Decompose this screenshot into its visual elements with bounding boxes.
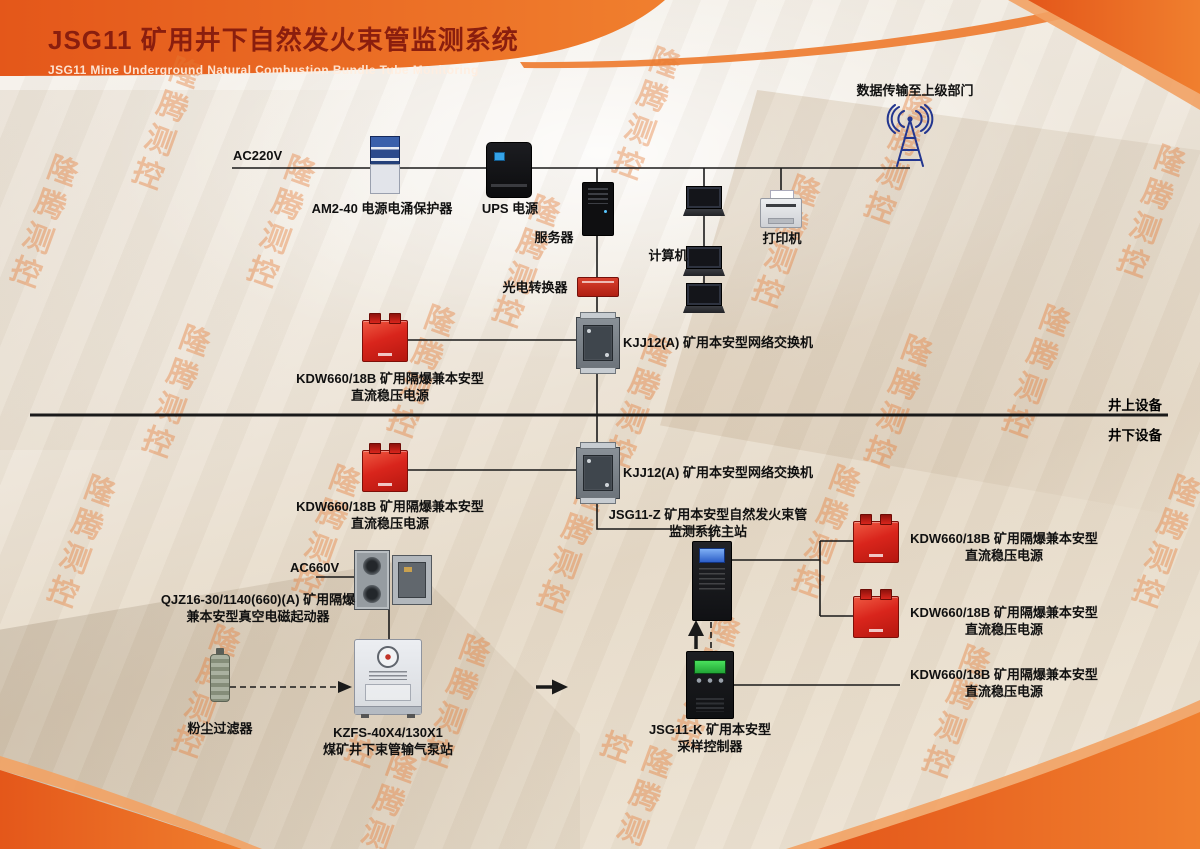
label-kdw-line2: 直流稳压电源 [350,516,429,531]
label-data-uplink: 数据传输至上级部门 [856,83,974,98]
solid-wires [232,167,910,686]
sampling-controller-device [686,651,734,719]
label-dust-filter: 粉尘过滤器 [187,721,253,736]
label-sampler-line1: JSG11-K 矿用本安型 [648,722,772,737]
label-computer: 计算机 [648,248,688,263]
label-kdw-line2: 直流稳压电源 [964,622,1043,637]
dust-filter-device [210,648,230,702]
label-ups: UPS 电源 [481,201,539,216]
server-device [582,182,614,236]
label-starter: QJZ16-30/1140(660)(A) 矿用隔爆 兼本安型真空电磁起动器 [152,591,364,625]
zone-label-surface: 井上设备 [1108,398,1162,413]
computer-device [683,246,725,276]
label-kdw-left-2: KDW660/18B 矿用隔爆兼本安型 直流稳压电源 [285,498,495,532]
pump-station-device [354,639,422,718]
label-sampler-line2: 采样控制器 [677,739,743,754]
label-kdw-line1: KDW660/18B 矿用隔爆兼本安型 [296,499,484,514]
page-title: JSG11 矿用井下自然发火束管监测系统 [48,25,519,55]
ups-device [486,142,532,198]
label-main-station-line1: JSG11-Z 矿用本安型自然发火束管 [608,507,808,522]
label-network-switch-surface: KJJ12(A) 矿用本安型网络交换机 [623,335,813,350]
label-pump-line2: 煤矿井下束管输气泵站 [322,742,453,757]
printer-device [760,190,802,228]
kdw-power-supply-device [853,514,899,563]
optical-converter-device [577,277,619,297]
flow-arrows [338,620,704,695]
label-starter-line2: 兼本安型真空电磁起动器 [186,609,330,624]
label-main-station-line2: 监测系统主站 [668,524,747,539]
page-subtitle: JSG11 Mine Underground Natural Combustio… [48,63,479,77]
label-ac220v: AC220V [233,148,283,163]
label-ac660v: AC660V [290,560,340,575]
antenna-icon [886,104,934,167]
label-pump-station: KZFS-40X4/130X1 煤矿井下束管输气泵站 [306,724,470,758]
surge-protector-device [370,136,400,194]
label-server: 服务器 [534,230,574,245]
label-kdw-left-1: KDW660/18B 矿用隔爆兼本安型 直流稳压电源 [285,370,495,404]
computer-device [683,186,725,216]
label-kdw-line2: 直流稳压电源 [964,684,1043,699]
label-kdw-line1: KDW660/18B 矿用隔爆兼本安型 [910,667,1098,682]
zone-label-underground: 井下设备 [1108,428,1162,443]
label-pump-line1: KZFS-40X4/130X1 [333,725,443,740]
label-kdw-right-1: KDW660/18B 矿用隔爆兼本安型 直流稳压电源 [900,530,1108,564]
label-printer: 打印机 [762,231,802,246]
kdw-power-supply-device [853,589,899,638]
label-starter-line1: QJZ16-30/1140(660)(A) 矿用隔爆 [160,592,356,607]
label-optical-converter: 光电转换器 [502,280,568,295]
label-sampling-controller: JSG11-K 矿用本安型 采样控制器 [638,721,782,755]
label-network-switch-underground: KJJ12(A) 矿用本安型网络交换机 [623,465,813,480]
label-kdw-right-2: KDW660/18B 矿用隔爆兼本安型 直流稳压电源 [900,604,1108,638]
dashed-wires [230,622,712,688]
label-kdw-line1: KDW660/18B 矿用隔爆兼本安型 [910,605,1098,620]
label-kdw-line1: KDW660/18B 矿用隔爆兼本安型 [296,371,484,386]
label-kdw-right-3: KDW660/18B 矿用隔爆兼本安型 直流稳压电源 [900,666,1108,700]
kdw-power-supply-device [362,313,408,362]
label-surge-protector: AM2-40 电源电涌保护器 [311,201,453,216]
label-kdw-line2: 直流稳压电源 [350,388,429,403]
label-main-station: JSG11-Z 矿用本安型自然发火束管 监测系统主站 [603,506,813,540]
label-kdw-line1: KDW660/18B 矿用隔爆兼本安型 [910,531,1098,546]
header: JSG11 矿用井下自然发火束管监测系统 JSG11 Mine Undergro… [48,20,519,77]
computer-device [683,283,725,313]
vacuum-starter-device [354,548,432,610]
kdw-power-supply-device [362,443,408,492]
background-photo-terrain [0,90,430,450]
network-switch-device-underground [576,442,620,504]
label-kdw-line2: 直流稳压电源 [964,548,1043,563]
main-station-device [692,541,732,621]
network-switch-device-surface [576,312,620,374]
